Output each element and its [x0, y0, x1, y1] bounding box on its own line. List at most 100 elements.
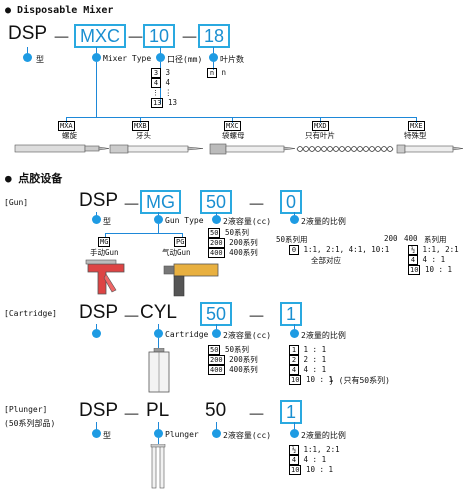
plunger-dash: － — [122, 405, 142, 426]
mixer-diameter-label: 口径(mm) — [167, 55, 203, 64]
gun-ratio-0: 0 1:1, 2:1, 4:1, 10:1 — [289, 245, 389, 255]
mxd-blades-image — [296, 146, 394, 152]
diam-opt: 13 13 — [151, 98, 177, 108]
diam-opt: ⋮ ⋮ — [152, 88, 173, 97]
type-mxd-name: 只有叶片 — [305, 131, 335, 140]
mixer-dash2: － — [126, 28, 146, 49]
type-mxa-name: 螺旋 — [62, 131, 77, 140]
cart-ratio-opt: 10 10 : 1 — [289, 375, 334, 385]
mixer-diameter-dot — [156, 53, 165, 62]
cartridge-cart-dot — [154, 329, 163, 338]
cartridge-cap-box: 50 — [200, 302, 233, 326]
gun-ratio-opt: ½ 1:1, 2:1 — [408, 245, 459, 255]
plunger-cap-label: 2液容量(cc) — [223, 431, 272, 440]
plunger-tag: [Plunger] — [4, 405, 48, 414]
gun-code-box: MG — [140, 190, 181, 214]
mixer-mixertype-label: Mixer Type — [103, 54, 152, 63]
mixer-nozzle-images — [14, 143, 464, 155]
plunger-dash2: － — [247, 405, 267, 426]
type-mxc-name: 袋螺母 — [222, 131, 245, 140]
type-mxd: MXD — [312, 121, 329, 131]
pneumatic-gun-image — [163, 263, 219, 297]
gun-ratio-opt: 4 4 : 1 — [408, 255, 459, 265]
gun-ratio-dot — [290, 215, 299, 224]
plunger-cap-dot — [212, 429, 221, 438]
guntype-pg: PG — [174, 237, 187, 247]
plunger-ratio-label: 2液量的比例 — [301, 431, 346, 440]
cartridge-cart-label: Cartridge — [165, 330, 209, 339]
gun-tag: [Gun] — [4, 198, 29, 207]
mixer-dsp: DSP — [8, 23, 48, 44]
manual-gun-image — [85, 259, 125, 295]
gun-dash: － — [122, 195, 142, 216]
cartridge-cap-label: 2液容量(cc) — [223, 331, 272, 340]
gun-guntype-label: Gun Type — [165, 216, 204, 225]
plunger-tag2: (50系列部品) — [4, 419, 56, 428]
guntype-mg: MG — [98, 237, 111, 247]
gun-cap-box: 50 — [200, 190, 233, 214]
plunger-cap: 50 — [205, 400, 227, 421]
diam-opt: 3 3 — [151, 68, 177, 78]
plunger-ratio-opt: 10 10 : 1 — [289, 465, 334, 475]
gun-cap-opt: 50 50系列 — [208, 228, 249, 238]
cartridge-ratio-dot — [290, 329, 299, 338]
cart-ratio-opt: 1 1 : 1 — [289, 345, 333, 355]
plunger-dsp: DSP — [79, 400, 119, 421]
cartridge-type-dot — [92, 329, 101, 338]
plunger-code: PL — [146, 400, 170, 421]
cartridge-ratio-label: 2液量的比例 — [301, 331, 346, 340]
cart-cap-opt: 400 400系列 — [208, 365, 258, 375]
mixer-dash: － — [52, 28, 72, 49]
plunger-type-label: 型 — [103, 431, 111, 440]
gun-type-dot — [92, 215, 101, 224]
gun-ratio-box: 0 — [280, 190, 303, 214]
cart-ratio-opt: 2 2 : 1 — [289, 355, 333, 365]
gun-ratio-opt: 10 10 : 1 — [408, 265, 453, 275]
cart-ratio-opt: 4 4 : 1 — [289, 365, 333, 375]
gun-ratio-head-400: 400 — [404, 234, 418, 243]
section-dispense-title: ● 点胶设备 — [5, 172, 63, 185]
plunger-type-dot — [92, 429, 101, 438]
type-mxb-name: 牙头 — [136, 131, 151, 140]
cartridge-dash2: － — [247, 307, 267, 328]
gun-ratio-label: 2液量的比例 — [301, 217, 346, 226]
mixer-code-box: MXC — [74, 24, 126, 48]
mxa-nozzle-image — [14, 144, 110, 153]
mixer-diameter-options: 3 3 4 4 ⋮ ⋮ 13 13 — [151, 68, 177, 108]
gun-cap-opt: 200 200系列 — [208, 238, 258, 248]
section-mixer-title: ● Disposable Mixer — [5, 5, 114, 16]
cartridge-ratio-options: 1 1 : 1 2 2 : 1 4 4 : 1 10 10 : 1 — [289, 345, 333, 385]
cart-cap-opt: 200 200系列 — [208, 355, 258, 365]
gun-cap-dot — [212, 215, 221, 224]
plunger-ratio-opt: ½ 1:1, 2:1 — [289, 445, 340, 455]
gun-ratio-head-series: 系列用 — [424, 235, 447, 244]
gun-dash2: － — [247, 195, 267, 216]
gun-ratio-options: ½ 1:1, 2:1 4 4 : 1 10 10 : 1 — [408, 245, 459, 275]
type-mxb: MXB — [132, 121, 149, 131]
gun-ratio-head-200: 200 — [384, 234, 398, 243]
gun-cap-opt: 400 400系列 — [208, 248, 258, 258]
cartridge-image — [148, 348, 170, 393]
cart-cap-opt: 50 50系列 — [208, 345, 249, 355]
gun-cap-options: 50 50系列 200 200系列 400 400系列 — [208, 228, 258, 258]
gun-dsp: DSP — [79, 190, 119, 211]
mixer-dash3: － — [180, 28, 200, 49]
mixer-type-label: 型 — [36, 55, 44, 64]
type-mxe-name: 特殊型 — [404, 131, 427, 140]
gun-cap-label: 2液容量(cc) — [223, 217, 272, 226]
mixer-blades-dot — [209, 53, 218, 62]
cartridge-dash: － — [122, 307, 142, 328]
plunger-plunger-dot — [154, 429, 163, 438]
gun-ratio-head-50: 50系列用 — [276, 235, 308, 244]
plunger-image — [150, 444, 166, 489]
cartridge-dsp: DSP — [79, 302, 119, 323]
mixer-mixertype-dot — [92, 53, 101, 62]
type-mxe: MXE — [408, 121, 425, 131]
plunger-ratio-dot — [290, 429, 299, 438]
mixer-blades-label: 叶片数 — [220, 55, 244, 64]
plunger-ratio-opt: 4 4 : 1 — [289, 455, 340, 465]
cartridge-cap-dot — [212, 329, 221, 338]
plunger-ratio-box: 1 — [280, 400, 303, 424]
plunger-ratio-options: ½ 1:1, 2:1 4 4 : 1 10 10 : 1 — [289, 445, 340, 475]
plunger-plunger-label: Plunger — [165, 430, 199, 439]
